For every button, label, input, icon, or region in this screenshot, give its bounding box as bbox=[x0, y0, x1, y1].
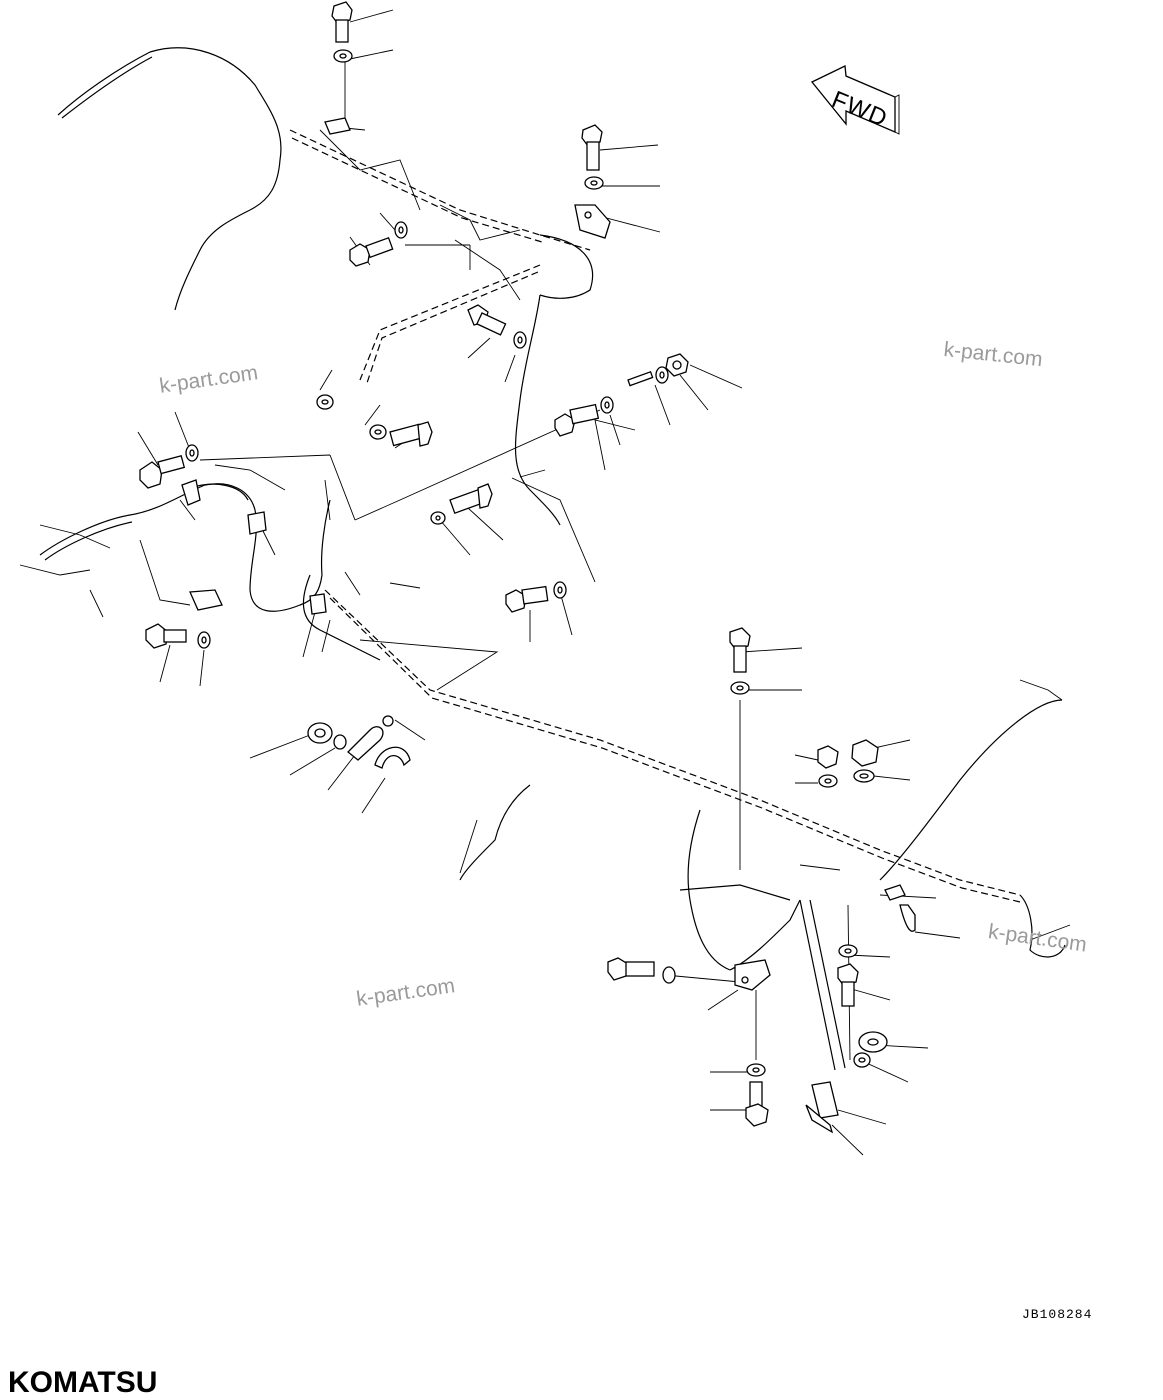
clamp-left-2-icon bbox=[247, 511, 267, 535]
leader-lines bbox=[89, 9, 1071, 1156]
washer-mid-icon bbox=[430, 511, 446, 525]
bracket-strap-icon bbox=[805, 1081, 839, 1134]
grommet-icon bbox=[307, 722, 333, 744]
bolt-mid-left-icon bbox=[349, 236, 394, 267]
bracket-left-plate-icon bbox=[189, 589, 223, 611]
bolt-vertical-mid-icon bbox=[729, 627, 751, 673]
washer-small-icon bbox=[818, 774, 838, 788]
washer-right-1-icon bbox=[600, 396, 614, 414]
upper-harness bbox=[57, 47, 594, 526]
bolt-mid-icon bbox=[449, 483, 493, 514]
komatsu-logo: KOMATSU bbox=[8, 1366, 158, 1399]
washer-top-icon bbox=[333, 49, 353, 63]
bolt-center-icon bbox=[467, 304, 507, 336]
clamp-bracket-lower-icon bbox=[734, 959, 771, 991]
forward-arrow-icon bbox=[810, 65, 900, 135]
bracket-top-icon bbox=[324, 117, 351, 135]
washer-mid-left-icon bbox=[394, 221, 408, 239]
u-bracket-right-icon bbox=[899, 904, 916, 932]
washer-left-2-icon bbox=[369, 424, 387, 440]
hardware-parts bbox=[139, 1, 916, 1134]
round-washer-small-icon bbox=[853, 1052, 871, 1068]
clip-right-icon bbox=[884, 884, 906, 901]
left-loop-harness bbox=[19, 464, 381, 661]
washer-flange-icon bbox=[853, 769, 875, 783]
drawing-id: JB108284 bbox=[1022, 1307, 1093, 1322]
flange-nut-icon bbox=[851, 739, 879, 767]
washer-center-icon bbox=[513, 331, 527, 349]
washer-lower-left-icon bbox=[197, 631, 211, 649]
washer-bottom-icon bbox=[746, 1063, 766, 1077]
bolt-upper-right-icon bbox=[581, 124, 603, 171]
grommet-small-icon bbox=[382, 715, 394, 727]
washer-far-left-icon bbox=[185, 444, 199, 462]
washer-horizontal-icon bbox=[662, 966, 676, 984]
bolt-horizontal-icon bbox=[607, 957, 655, 981]
washer-upper-right-icon bbox=[584, 176, 604, 190]
bolt-lower-right-icon bbox=[837, 963, 859, 1007]
u-clip-icon bbox=[374, 746, 411, 769]
bolt-lower-mid-icon bbox=[505, 585, 549, 613]
bolt-right-1-icon bbox=[554, 403, 600, 437]
washer-vertical-mid-icon bbox=[730, 681, 750, 695]
bolt-bottom-icon bbox=[745, 1081, 769, 1127]
p-clamp-icon bbox=[347, 726, 384, 761]
nut-right-icon bbox=[665, 353, 689, 377]
mount-bracket-icon bbox=[574, 204, 611, 239]
washer-right-2-icon bbox=[655, 366, 669, 384]
round-washer-large-icon bbox=[858, 1031, 888, 1053]
washer-lower-mid-icon bbox=[553, 581, 567, 599]
clamp-left-3-icon bbox=[309, 593, 327, 615]
washer-lower-right-icon bbox=[838, 944, 858, 958]
bolt-top-icon bbox=[331, 1, 353, 43]
washer-clip-icon bbox=[333, 734, 347, 750]
washer-left-1-icon bbox=[316, 394, 334, 410]
stud-pin-icon bbox=[627, 370, 654, 387]
bolt-lower-left-icon bbox=[145, 623, 187, 649]
clamp-left-1-icon bbox=[181, 479, 201, 506]
nut-small-icon bbox=[817, 745, 839, 769]
bolt-far-left-icon bbox=[139, 454, 186, 489]
bolt-left-2-icon bbox=[389, 421, 433, 447]
main-harness bbox=[324, 589, 1066, 1071]
